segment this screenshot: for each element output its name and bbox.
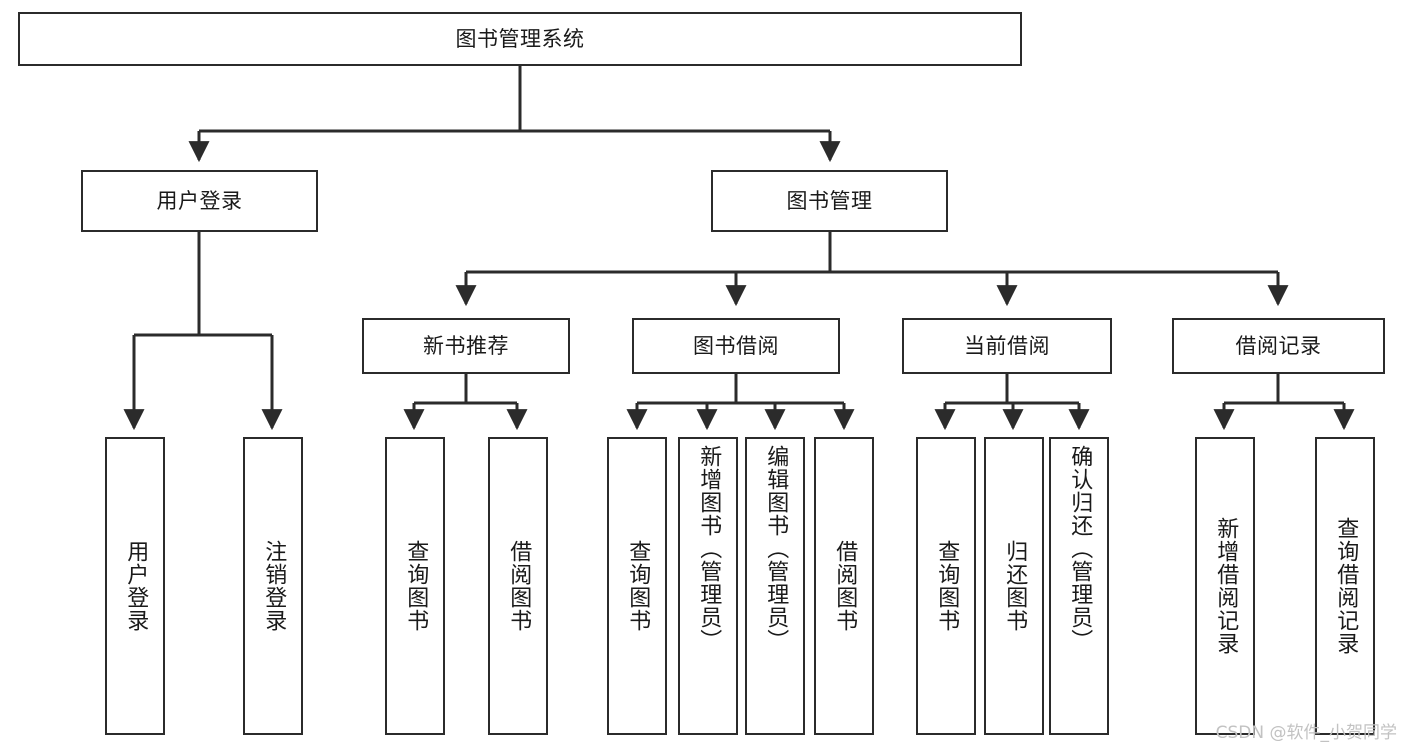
node-label: 查询图书	[934, 540, 960, 632]
node-label: 注销登录	[261, 540, 287, 632]
node-label: 编辑图书（管理员）	[763, 445, 789, 652]
node-label: 新增借阅记录	[1213, 517, 1239, 655]
node-label: 新增图书（管理员）	[696, 445, 722, 652]
node-label: 查询借阅记录	[1333, 517, 1359, 655]
leaf-user-login-logout[interactable]: 注销登录	[243, 437, 303, 735]
node-label: 借阅图书	[506, 540, 532, 632]
node-label: 用户登录	[156, 188, 243, 213]
node-label: 查询图书	[625, 540, 651, 632]
node-label: 借阅记录	[1235, 333, 1322, 358]
node-label: 确认归还（管理员）	[1067, 445, 1093, 652]
node-root-book-management-system[interactable]: 图书管理系统	[18, 12, 1022, 66]
node-new-book-recommend[interactable]: 新书推荐	[362, 318, 570, 374]
leaf-borrow-record-query-record[interactable]: 查询借阅记录	[1315, 437, 1375, 735]
csdn-watermark: CSDN @软件_小贺同学	[1215, 723, 1397, 743]
leaf-book-borrow-borrow-book[interactable]: 借阅图书	[814, 437, 874, 735]
node-label: 查询图书	[403, 540, 429, 632]
node-label: 当前借阅	[964, 333, 1050, 358]
node-label: 用户登录	[123, 540, 149, 632]
leaf-new-book-borrow-book[interactable]: 借阅图书	[488, 437, 548, 735]
node-label: 归还图书	[1002, 540, 1028, 632]
leaf-current-borrow-query-book[interactable]: 查询图书	[916, 437, 976, 735]
node-label: 图书借阅	[693, 333, 779, 358]
node-user-login[interactable]: 用户登录	[81, 170, 318, 232]
leaf-current-borrow-confirm-return-admin[interactable]: 确认归还（管理员）	[1049, 437, 1109, 735]
leaf-book-borrow-add-book-admin[interactable]: 新增图书（管理员）	[678, 437, 738, 735]
node-label: 借阅图书	[832, 540, 858, 632]
node-label: 图书管理	[786, 188, 873, 213]
node-book-borrow[interactable]: 图书借阅	[632, 318, 840, 374]
node-current-borrow[interactable]: 当前借阅	[902, 318, 1112, 374]
node-borrow-record[interactable]: 借阅记录	[1172, 318, 1385, 374]
node-label: 新书推荐	[423, 333, 509, 358]
leaf-new-book-query-book[interactable]: 查询图书	[385, 437, 445, 735]
leaf-book-borrow-edit-book-admin[interactable]: 编辑图书（管理员）	[745, 437, 805, 735]
leaf-user-login-login[interactable]: 用户登录	[105, 437, 165, 735]
leaf-current-borrow-return-book[interactable]: 归还图书	[984, 437, 1044, 735]
node-book-management[interactable]: 图书管理	[711, 170, 948, 232]
leaf-book-borrow-query-book[interactable]: 查询图书	[607, 437, 667, 735]
leaf-borrow-record-add-record[interactable]: 新增借阅记录	[1195, 437, 1255, 735]
node-label: 图书管理系统	[455, 26, 585, 51]
